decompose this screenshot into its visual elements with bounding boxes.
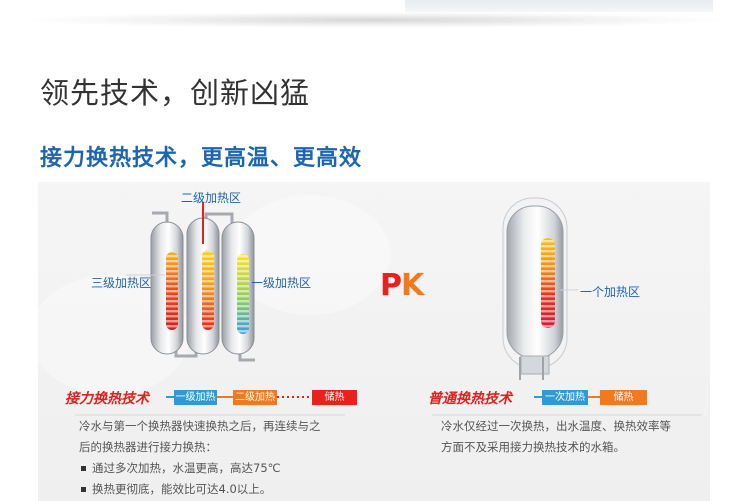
normal-tech-title: 普通换热技术 [428, 391, 512, 407]
pk-p: P [380, 268, 402, 303]
comparison-panel [38, 182, 710, 501]
previous-image-edge [405, 0, 713, 12]
relay-tag-stage-2: 二级加热 [233, 390, 277, 405]
relay-intro-line-1: 冷水与第一个换热器快速换热之后，再连续与之 [79, 419, 321, 433]
relay-tag-storage: 储热 [312, 390, 357, 405]
normal-desc-line-1: 冷水仅经过一次换热，出水温度、换热效率等 [441, 419, 671, 433]
pipe-connector-icon [238, 352, 255, 362]
label-zone-1: 一级加热区 [251, 276, 312, 290]
normal-tag-single-heat: 一次加热 [542, 390, 588, 405]
relay-tech-description: 冷水与第一个换热器快速换热之后，再连续与之 后的换热器进行接力换热： 通过多次加… [79, 416, 321, 500]
normal-desc-line-2: 方面不及采用接力换热技术的水箱。 [441, 440, 625, 454]
relay-bullet-1: 通过多次加热，水温更高，高达75℃ [79, 458, 321, 479]
relay-tag-stage-1: 一级加热 [174, 390, 217, 405]
pk-badge: PK [380, 268, 424, 303]
label-zone-single: 一个加热区 [580, 285, 641, 299]
page-heading: 领先技术，创新凶猛 [40, 76, 311, 110]
pk-k: K [401, 268, 424, 303]
section-divider-shadow [30, 12, 720, 28]
relay-bullet-2: 换热更彻底，能效比可达4.0以上。 [79, 479, 321, 500]
label-zone-2: 二级加热区 [181, 191, 242, 205]
page-subheading: 接力换热技术，更高温、更高效 [40, 146, 363, 171]
relay-intro-line-2: 后的换热器进行接力换热： [79, 440, 217, 454]
label-zone-3: 三级加热区 [91, 276, 152, 290]
normal-tag-storage: 储热 [600, 390, 647, 405]
previous-section-edge [0, 0, 750, 28]
relay-tech-title: 接力换热技术 [65, 391, 149, 407]
normal-tech-description: 冷水仅经过一次换热，出水温度、换热效率等 方面不及采用接力换热技术的水箱。 [441, 416, 671, 458]
relay-heat-exchanger-diagram [126, 202, 255, 362]
bullet-icon [81, 465, 86, 471]
bullet-icon [81, 486, 86, 492]
single-heat-exchanger-diagram [502, 197, 578, 380]
